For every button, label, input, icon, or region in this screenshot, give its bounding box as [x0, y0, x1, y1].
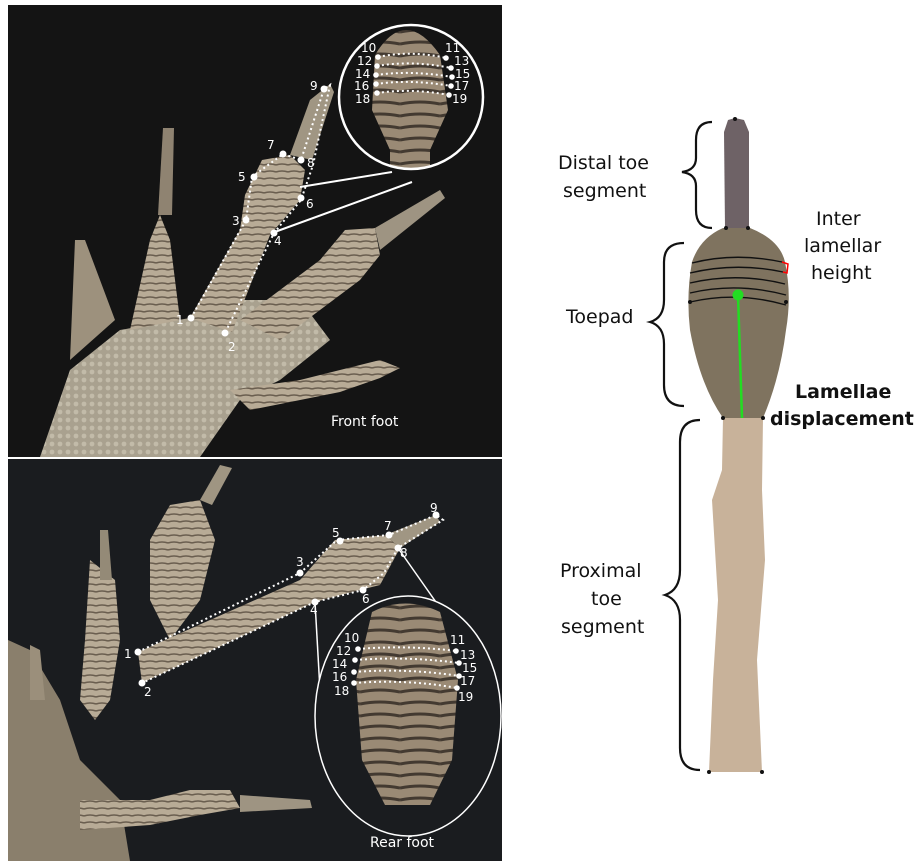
- displacement-dot: [733, 290, 744, 301]
- rear-foot-panel: 1 2 3 4 5 6 7 8 9 10 11 12: [8, 459, 502, 861]
- proximal-label: toe: [591, 588, 622, 610]
- landmark-label: 16: [332, 670, 347, 684]
- inter-lamellar-label: Inter: [816, 208, 861, 230]
- landmark-label: 11: [450, 633, 465, 647]
- proximal-brace: [665, 420, 700, 770]
- front-foot-caption: Front foot: [331, 414, 399, 430]
- landmark-dot: [280, 151, 287, 158]
- landmark-label: 9: [310, 79, 318, 93]
- landmark-label: 5: [332, 526, 340, 540]
- landmark-label: 18: [334, 684, 349, 698]
- landmark-label: 3: [232, 214, 240, 228]
- landmark-label: 9: [430, 501, 438, 515]
- distal-segment-shape: [724, 118, 749, 228]
- inter-lamellar-label: lamellar: [804, 235, 881, 257]
- landmark-dot: [298, 195, 305, 202]
- toe-schematic: Distal toe segment Toepad Proximal toe s…: [558, 117, 914, 774]
- distal-label: segment: [563, 180, 646, 202]
- landmark-label: 18: [355, 92, 370, 106]
- landmark-label: 8: [400, 546, 408, 560]
- proximal-segment-shape: [709, 418, 765, 772]
- rear-inset: 10 11 12 13 14 15 16 17 18 19: [315, 596, 501, 836]
- proximal-label: Proximal: [560, 560, 642, 582]
- landmark-label: 6: [306, 197, 314, 211]
- landmark-label: 3: [296, 555, 304, 569]
- landmark-label: 12: [336, 644, 351, 658]
- landmark-label: 15: [462, 661, 477, 675]
- landmark-label: 8: [307, 156, 315, 170]
- landmark-dot: [251, 174, 258, 181]
- rear-foot-caption: Rear foot: [370, 835, 435, 851]
- landmark-label: 1: [124, 647, 132, 661]
- landmark-label: 10: [344, 631, 359, 645]
- landmark-label: 16: [354, 79, 369, 93]
- landmark-dot: [321, 86, 328, 93]
- landmark-label: 6: [362, 592, 370, 606]
- landmark-label: 11: [445, 41, 460, 55]
- landmark-dot: [222, 330, 229, 337]
- inter-lamellar-label: height: [811, 262, 872, 284]
- displacement-label: displacement: [770, 408, 914, 430]
- landmark-label: 19: [458, 690, 473, 704]
- landmark-label: 7: [384, 519, 392, 533]
- landmark-dot: [297, 570, 304, 577]
- landmark-label: 5: [238, 170, 246, 184]
- landmark-label: 1: [176, 313, 184, 327]
- toepad-label: Toepad: [565, 306, 633, 328]
- landmark-dot: [243, 217, 250, 224]
- landmark-dot: [135, 649, 142, 656]
- landmark-label: 19: [452, 92, 467, 106]
- proximal-label: segment: [561, 616, 644, 638]
- landmark-dot: [298, 157, 305, 164]
- landmark-label: 4: [310, 603, 318, 617]
- distal-label: Distal toe: [558, 152, 649, 174]
- landmark-label: 12: [357, 54, 372, 68]
- landmark-label: 13: [454, 54, 469, 68]
- landmark-label: 17: [460, 674, 475, 688]
- displacement-label: Lamellae: [795, 381, 891, 403]
- landmark-label: 2: [228, 340, 236, 354]
- landmark-dot: [188, 315, 195, 322]
- landmark-label: 10: [361, 41, 376, 55]
- front-foot-panel: 1 2 3 4 5 6 7 8 9 10: [8, 5, 502, 457]
- landmark-label: 7: [267, 138, 275, 152]
- toepad-brace: [650, 243, 684, 406]
- landmark-label: 14: [332, 657, 347, 671]
- distal-brace: [682, 122, 712, 228]
- landmark-label: 2: [144, 685, 152, 699]
- landmark-label: 17: [454, 79, 469, 93]
- landmark-label: 13: [460, 648, 475, 662]
- landmark-label: 4: [274, 234, 282, 248]
